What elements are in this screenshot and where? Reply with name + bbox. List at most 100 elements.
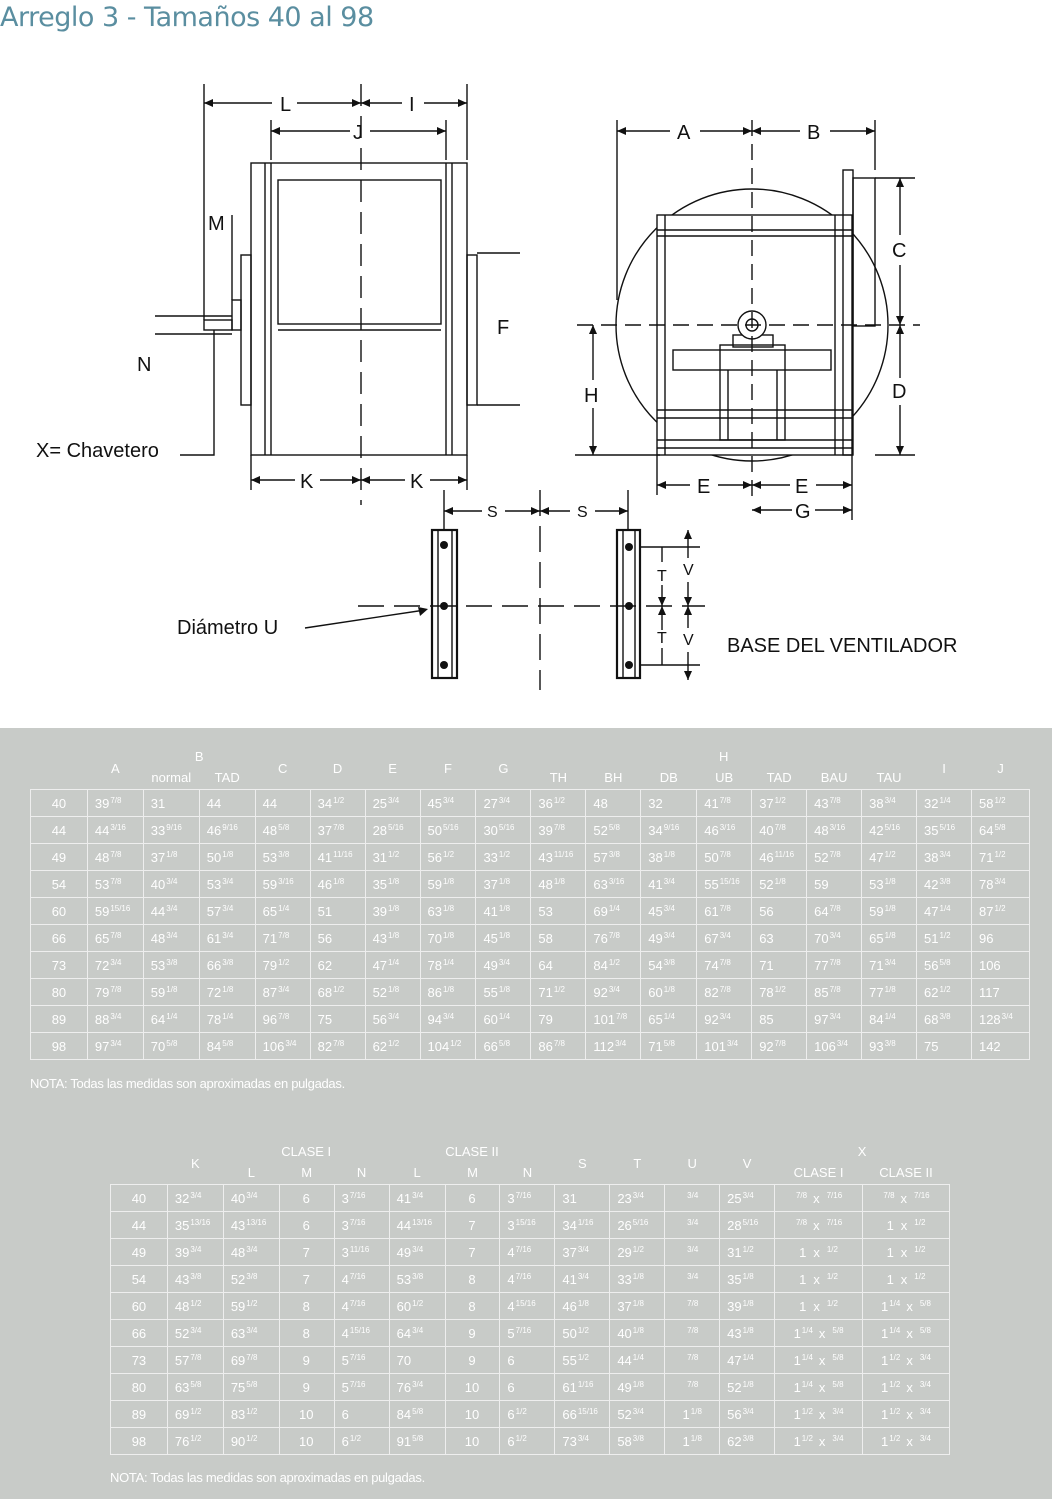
cell-fraction: 1/2 — [442, 849, 455, 859]
cell-fraction: 11/16 — [553, 849, 574, 859]
table-cell: 551/2 — [554, 1346, 611, 1374]
cell-whole: 32 — [174, 1190, 190, 1206]
cell-fraction: 1/4 — [608, 903, 620, 913]
col-V: V — [742, 1155, 752, 1171]
cell-whole: 49 — [617, 1379, 632, 1395]
cell-fraction: 3/4 — [719, 930, 731, 940]
cell-fraction: 1/2 — [349, 1433, 362, 1443]
table-cell: 481/2 — [166, 1292, 224, 1320]
table-cell: 623/8 — [719, 1427, 776, 1455]
cell-fraction: 1/8 — [442, 984, 455, 994]
cell-whole: 50 — [206, 849, 222, 865]
cell-fraction: 1/4 — [388, 957, 400, 967]
cell-whole: 37 — [617, 1298, 632, 1314]
table-cell: 6 — [278, 1184, 335, 1212]
cell-whole: 45 — [483, 930, 498, 946]
cell-whole: 59 — [230, 1298, 246, 1314]
cell-whole: 3 — [341, 1244, 349, 1260]
cell-fraction: 1/4 — [632, 1352, 644, 1362]
cell-fraction: 3/4 — [190, 1244, 202, 1254]
table-cell: 407/8 — [751, 816, 808, 844]
table-cell: 64 — [530, 951, 587, 979]
cell-whole: 4 — [507, 1244, 515, 1260]
cell-fraction: 3/4 — [994, 876, 1006, 886]
cell-fraction: 7/8 — [333, 822, 345, 832]
table-cell: 413/4 — [640, 870, 698, 898]
cell-whole: 35 — [727, 1271, 742, 1287]
cell-fraction: 1/2 — [632, 1244, 644, 1254]
cell-fraction: 1/2 — [190, 1298, 202, 1308]
cell-fraction: 9/16 — [166, 822, 182, 832]
cell-whole: 68 — [924, 1011, 939, 1027]
table-cell: 377/8 — [309, 816, 366, 844]
table-cell: 867/8 — [530, 1032, 587, 1060]
table-cell: 403/4 — [142, 870, 200, 898]
cell-fraction: 7/16 — [515, 1325, 532, 1335]
table-cell: 371/8 — [475, 870, 532, 898]
cell-fraction: 1/8 — [774, 876, 786, 886]
table-cell: 857/8 — [806, 978, 863, 1006]
table-cell: 1063/4 — [254, 1032, 311, 1060]
cell-whole: 37 — [150, 849, 166, 865]
cell-fraction: 3/4 — [726, 1038, 739, 1048]
table-cell: 471/4 — [916, 897, 972, 925]
col-D: D — [332, 760, 343, 776]
table-cell: 593/16 — [254, 870, 311, 898]
table-cell: 47/16 — [499, 1265, 556, 1293]
table-cell: 521/8 — [719, 1373, 776, 1401]
table-cell: 573/8 — [585, 843, 642, 871]
cell-fraction: 3/4 — [663, 930, 675, 940]
cell-fraction: 3/16 — [110, 822, 126, 832]
cell-whole: 7 — [468, 1217, 476, 1233]
cell-fraction: 3/4 — [884, 795, 896, 805]
cell-whole: 3 — [507, 1217, 515, 1233]
cell-fraction: 5/8 — [939, 957, 951, 967]
table-cell: 7/8 — [664, 1292, 721, 1320]
cell-whole: 4 — [507, 1298, 515, 1314]
cell-whole: 8 — [302, 1298, 310, 1314]
cell-whole: 59 — [869, 903, 884, 919]
table-cell: 7 — [278, 1265, 335, 1293]
keyway-depth-fraction: 1/2 — [914, 1271, 926, 1281]
cell-fraction: 1/2 — [412, 1298, 424, 1308]
cell-fraction: 1/2 — [577, 1325, 589, 1335]
cell-whole: 56 — [427, 849, 442, 865]
cell-fraction: 7/16 — [349, 1298, 366, 1308]
table-cell: 927/8 — [751, 1032, 808, 1060]
table-cell: 755/8 — [222, 1373, 280, 1401]
table-cell: 383/4 — [861, 789, 918, 817]
cell-fraction: 3/4 — [829, 1011, 841, 1021]
cell-fraction: 1/2 — [939, 930, 951, 940]
table-cell: 7/8 — [664, 1319, 721, 1347]
table-cell: 933/8 — [861, 1032, 918, 1060]
col-X-clase-1: CLASE I — [793, 1164, 844, 1180]
cell-fraction: 1/8 — [388, 876, 400, 886]
table-cell: 1041/2 — [419, 1032, 477, 1060]
table-cell: 611/16 — [554, 1373, 611, 1401]
col-U: U — [687, 1155, 697, 1171]
table-cell: 431/8 — [719, 1319, 776, 1347]
table-cell: 31 — [554, 1184, 611, 1212]
table-cell: 521/8 — [751, 870, 808, 898]
cell-fraction: 3/8 — [412, 1271, 424, 1281]
table-cell: 393/4 — [166, 1238, 224, 1266]
cell-fraction: 5/16 — [498, 822, 515, 832]
cell-fraction: 3/4 — [615, 1038, 627, 1048]
cell-whole: 1 — [682, 1406, 690, 1422]
keyway-depth-fraction: 3/4 — [832, 1433, 844, 1443]
cell-fraction: 7/8 — [278, 1011, 290, 1021]
keyway-width-whole: 1 — [881, 1298, 889, 1314]
keyway-width-fraction: 1/4 — [889, 1325, 901, 1335]
cell-whole: 41 — [562, 1271, 577, 1287]
cell-whole: 23 — [617, 1190, 632, 1206]
cell-fraction: 7/8 — [687, 1379, 699, 1389]
cell-whole: 53 — [206, 876, 222, 892]
cell-fraction: 3/4 — [1001, 1011, 1013, 1021]
table-cell: 645/8 — [970, 816, 1031, 844]
keyway-width-fraction: 1/2 — [801, 1406, 813, 1416]
table-cell: 391/8 — [364, 897, 421, 925]
